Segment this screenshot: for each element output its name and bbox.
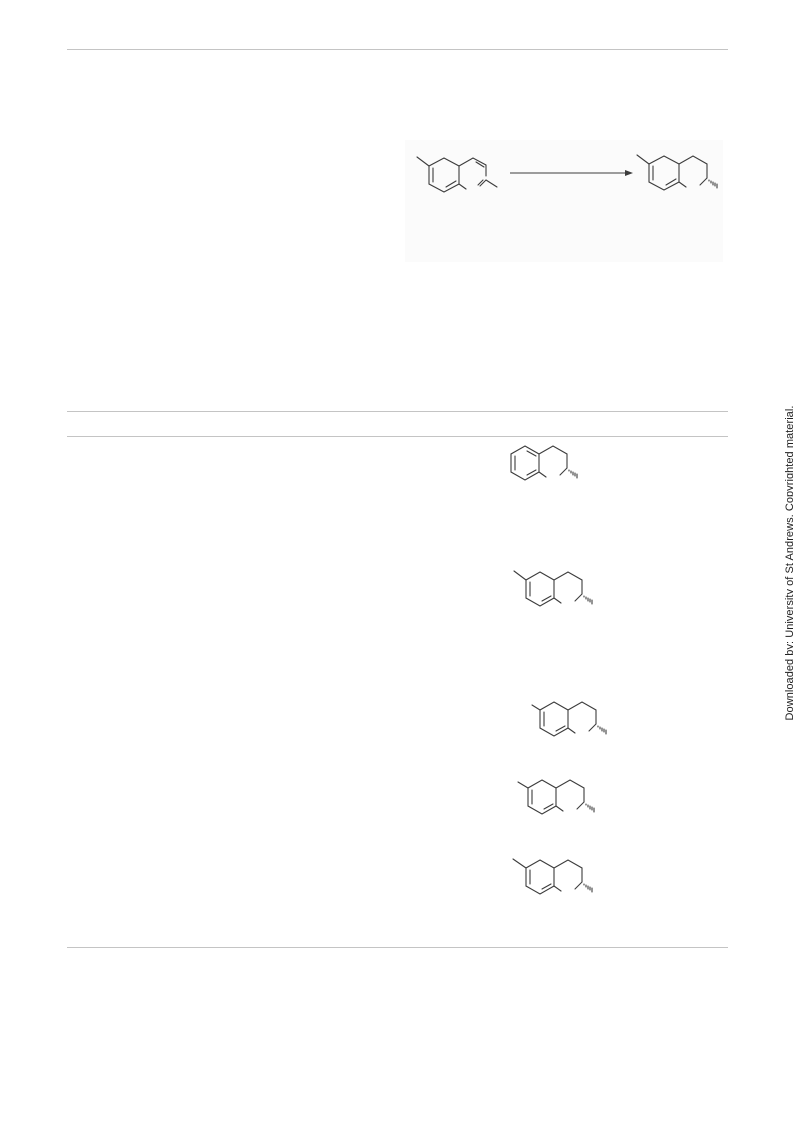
- entry-5-structure: [508, 852, 604, 904]
- entry-1-drawing: [510, 445, 578, 481]
- table-bottom-rule: [67, 947, 728, 948]
- product-structure: [636, 154, 718, 191]
- entry-4-drawing: [517, 779, 595, 815]
- top-rule: [67, 49, 728, 50]
- entry-4-structure: [512, 772, 604, 824]
- table-top-rule: [67, 411, 728, 412]
- entry-5-drawing: [512, 858, 593, 895]
- entry-1-structure: [505, 440, 595, 488]
- entry-2-structure: [505, 562, 605, 614]
- table-header-rule: [67, 436, 728, 437]
- reaction-scheme-drawing: [416, 154, 718, 193]
- reaction-scheme: [405, 140, 723, 262]
- reaction-arrow-head: [625, 170, 633, 176]
- starting-material-structure: [416, 156, 498, 193]
- entry-2-drawing: [513, 570, 593, 607]
- entry-3-drawing: [531, 701, 607, 737]
- entry-3-structure: [528, 692, 618, 744]
- download-watermark: Downloaded by: University of St Andrews.…: [784, 405, 793, 721]
